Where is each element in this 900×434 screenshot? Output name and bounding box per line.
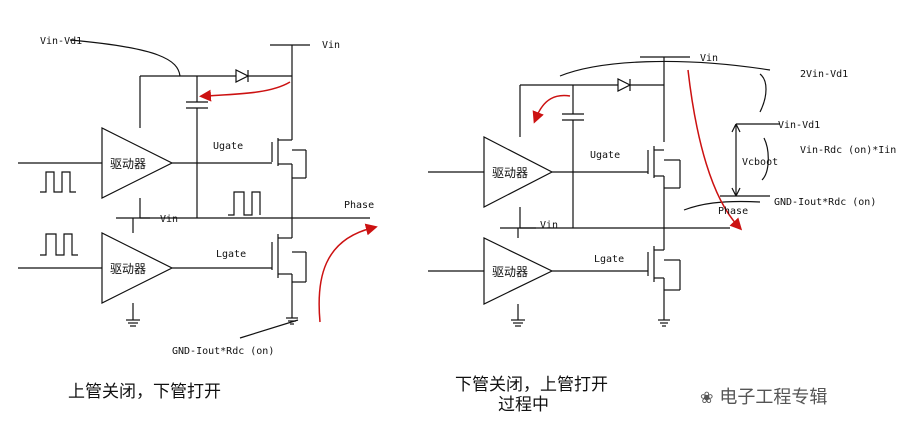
right-red-arrow-phase xyxy=(687,69,743,231)
right-circuit xyxy=(428,56,780,327)
annotation-2vin-vd1: 2Vin-Vd1 xyxy=(800,69,848,80)
left-driver-top-label: 驱动器 xyxy=(110,157,146,171)
right-label-ugate: Ugate xyxy=(590,150,620,161)
left-label-lgate: Lgate xyxy=(216,249,246,260)
left-label-gnd: GND-Iout*Rdc (on) xyxy=(172,346,274,357)
left-label-ugate: Ugate xyxy=(213,141,243,152)
right-driver-top-label: 驱动器 xyxy=(492,166,528,180)
left-label-phase: Phase xyxy=(344,200,374,211)
annotation-gnd-iout: GND-Iout*Rdc (on) xyxy=(774,197,876,208)
left-label-vin-mid: Vin xyxy=(160,214,178,225)
annotation-vin-vd1: Vin-Vd1 xyxy=(778,120,820,131)
right-caption-line1: 下管关闭，上管打开 xyxy=(455,375,608,395)
right-driver-bottom-label: 驱动器 xyxy=(492,265,528,279)
annotation-vcboot: Vcboot xyxy=(742,157,778,168)
left-red-arrow-boot xyxy=(199,81,291,102)
left-caption: 上管关闭，下管打开 xyxy=(68,382,221,402)
right-caption-line2: 过程中 xyxy=(498,395,549,415)
right-label-phase: Phase xyxy=(718,206,748,217)
left-label-vin-top: Vin xyxy=(322,40,340,51)
left-red-arrow-phase xyxy=(318,223,378,323)
right-label-vin-mid: Vin xyxy=(540,220,558,231)
right-label-vin-top: Vin xyxy=(700,53,718,64)
watermark-text: 电子工程专辑 xyxy=(719,387,828,408)
annotation-vin-rds: Vin-Rdc (on)*Iin xyxy=(800,145,896,156)
watermark: ❀ 电子工程专辑 xyxy=(700,383,827,409)
wechat-icon: ❀ xyxy=(700,388,714,407)
left-driver-bottom-label: 驱动器 xyxy=(110,262,146,276)
right-label-lgate: Lgate xyxy=(594,254,624,265)
right-red-arrow-boot xyxy=(532,94,571,124)
left-circuit xyxy=(18,39,370,339)
left-label-vin-vd1: Vin-Vd1 xyxy=(40,36,82,47)
